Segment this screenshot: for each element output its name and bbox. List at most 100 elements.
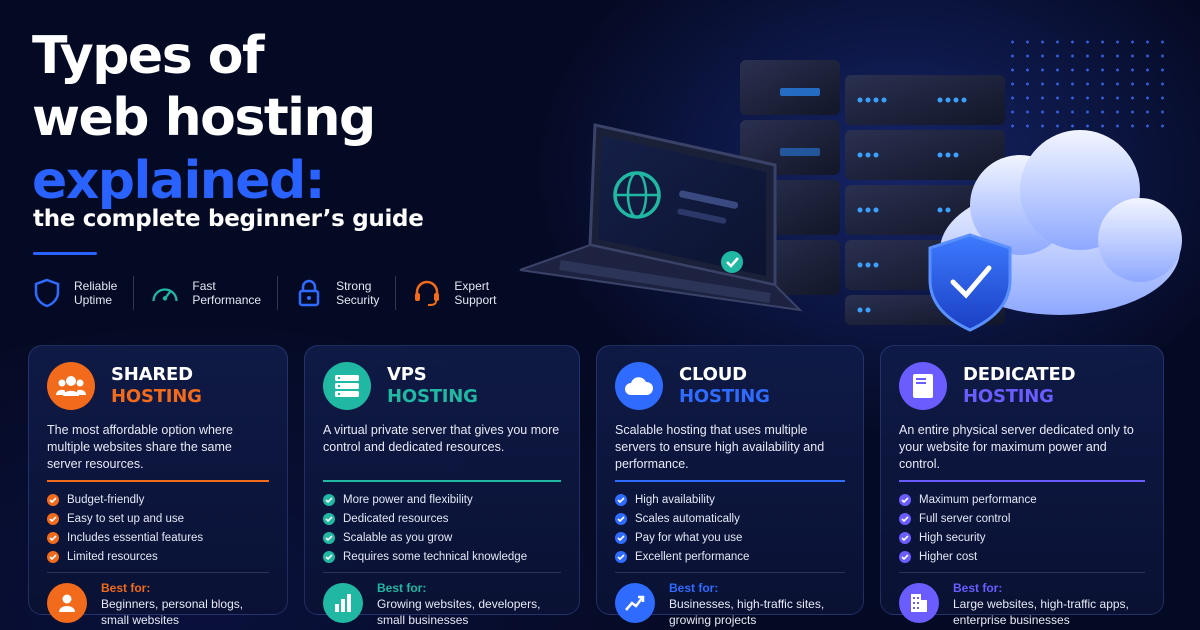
list-item-label: Excellent performance xyxy=(635,550,750,563)
card-accent-rule xyxy=(899,480,1145,482)
check-icon xyxy=(899,550,911,563)
card-description: Scalable hosting that uses multiple serv… xyxy=(615,423,825,471)
card-title: VPS HOSTING xyxy=(387,364,478,408)
list-item-label: Higher cost xyxy=(919,550,978,563)
list-item: Excellent performance xyxy=(615,547,845,566)
check-icon xyxy=(899,512,911,525)
card-title-bottom: HOSTING xyxy=(679,386,770,407)
check-icon xyxy=(323,512,335,525)
list-item-label: Full server control xyxy=(919,512,1011,525)
subtitle: the complete beginner’s guide xyxy=(33,206,424,232)
list-item: High security xyxy=(899,528,1145,547)
feature-label: Expert Support xyxy=(454,279,497,307)
list-item: Pay for what you use xyxy=(615,528,845,547)
check-icon xyxy=(47,512,59,525)
check-icon xyxy=(615,531,627,544)
card-title-top: CLOUD xyxy=(679,364,747,385)
list-item: Scales automatically xyxy=(615,509,845,528)
card-header: SHARED HOSTING xyxy=(47,362,269,410)
check-icon xyxy=(615,550,627,563)
list-item: Requires some technical knowledge xyxy=(323,547,561,566)
check-icon xyxy=(615,512,627,525)
feature-label: Fast Performance xyxy=(192,279,262,307)
feature-label: Strong Security xyxy=(336,279,380,307)
card-shared-hosting: SHARED HOSTING The most affordable optio… xyxy=(28,345,288,627)
feature-uptime: Reliable Uptime xyxy=(32,278,133,308)
list-item-label: Includes essential features xyxy=(67,531,204,544)
bar-chart-icon xyxy=(323,583,363,623)
divider xyxy=(47,572,269,573)
check-icon xyxy=(899,493,911,506)
shield-icon xyxy=(928,233,1012,332)
list-item-label: Budget-friendly xyxy=(67,493,145,506)
card-vps-hosting: VPS HOSTING A virtual private server tha… xyxy=(304,345,580,627)
check-icon xyxy=(615,493,627,506)
headset-icon xyxy=(412,278,442,308)
card-header: CLOUD HOSTING xyxy=(615,362,845,410)
check-icon xyxy=(323,550,335,563)
divider xyxy=(395,276,397,310)
list-item: Budget-friendly xyxy=(47,490,269,509)
list-item: More power and flexibility xyxy=(323,490,561,509)
card-description: A virtual private server that gives you … xyxy=(323,423,560,454)
card-header: DEDICATED HOSTING xyxy=(899,362,1145,410)
divider xyxy=(615,572,845,573)
card-title: DEDICATED HOSTING xyxy=(963,364,1076,408)
feature-security: Strong Security xyxy=(294,278,395,308)
title-line-2: web hosting xyxy=(32,88,376,148)
feature-list: High availability Scales automatically P… xyxy=(615,490,845,566)
title-line-1: Types of xyxy=(32,26,265,86)
list-item-label: High availability xyxy=(635,493,715,506)
list-item-label: Easy to set up and use xyxy=(67,512,184,525)
card-title-bottom: HOSTING xyxy=(963,386,1054,407)
hero-illustration xyxy=(519,60,1182,332)
card-description: The most affordable option where multipl… xyxy=(47,423,233,471)
list-item-label: High security xyxy=(919,531,986,544)
card-title-bottom: HOSTING xyxy=(387,386,478,407)
check-icon xyxy=(899,531,911,544)
best-for-text: Businesses, high-traffic sites, growing … xyxy=(669,597,825,627)
best-for-label: Best for: xyxy=(953,581,1003,595)
best-for: Best for: Businesses, high-traffic sites… xyxy=(615,581,845,628)
list-item: Scalable as you grow xyxy=(323,528,561,547)
check-icon xyxy=(323,493,335,506)
feature-strip: Reliable Uptime Fast Performance Strong … xyxy=(32,276,512,310)
title-underline xyxy=(33,252,97,255)
list-item: Maximum performance xyxy=(899,490,1145,509)
list-item: Includes essential features xyxy=(47,528,269,547)
server-stack-icon xyxy=(323,362,371,410)
list-item-label: Dedicated resources xyxy=(343,512,449,525)
list-item-label: Scales automatically xyxy=(635,512,740,525)
card-title-bottom: HOSTING xyxy=(111,386,202,407)
feature-support: Expert Support xyxy=(412,278,512,308)
best-for-label: Best for: xyxy=(377,581,427,595)
card-title: CLOUD HOSTING xyxy=(679,364,770,408)
card-description: An entire physical server dedicated only… xyxy=(899,423,1134,471)
building-icon xyxy=(899,583,939,623)
feature-list: Maximum performance Full server control … xyxy=(899,490,1145,566)
list-item-label: Scalable as you grow xyxy=(343,531,453,544)
trend-up-icon xyxy=(615,583,655,623)
card-title-top: SHARED xyxy=(111,364,193,385)
list-item: Easy to set up and use xyxy=(47,509,269,528)
list-item: Full server control xyxy=(899,509,1145,528)
feature-list: Budget-friendly Easy to set up and use I… xyxy=(47,490,269,566)
lock-icon xyxy=(294,278,324,308)
check-icon xyxy=(323,531,335,544)
card-title: SHARED HOSTING xyxy=(111,364,202,408)
card-accent-rule xyxy=(47,480,269,482)
card-title-top: VPS xyxy=(387,364,427,385)
check-icon xyxy=(47,531,59,544)
list-item-label: Limited resources xyxy=(67,550,158,563)
check-icon xyxy=(47,493,59,506)
card-cloud-hosting: CLOUD HOSTING Scalable hosting that uses… xyxy=(596,345,864,627)
best-for: Best for: Beginners, personal blogs, sma… xyxy=(47,581,269,628)
list-item-label: Requires some technical knowledge xyxy=(343,550,528,563)
speedometer-icon xyxy=(150,278,180,308)
card-accent-rule xyxy=(615,480,845,482)
best-for-text: Large websites, high-traffic apps, enter… xyxy=(953,597,1129,627)
list-item: High availability xyxy=(615,490,845,509)
divider xyxy=(323,572,561,573)
check-icon xyxy=(47,550,59,563)
title-line-3: explained: xyxy=(32,151,326,211)
